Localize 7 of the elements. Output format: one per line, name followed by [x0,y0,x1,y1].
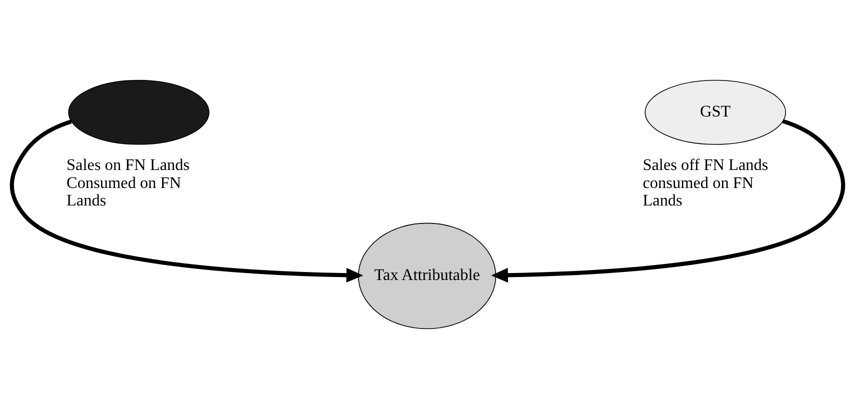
arrow [491,118,846,282]
node-ellipse [68,79,210,144]
node-label: Sales on FN Lands Consumed on FN Lands [66,155,190,210]
node-label: Sales off FN Lands consumed on FN Lands [642,155,768,210]
node-ellipse: Tax Attributable [358,222,496,329]
node-ellipse: GST [644,79,786,144]
arrow [10,119,364,282]
